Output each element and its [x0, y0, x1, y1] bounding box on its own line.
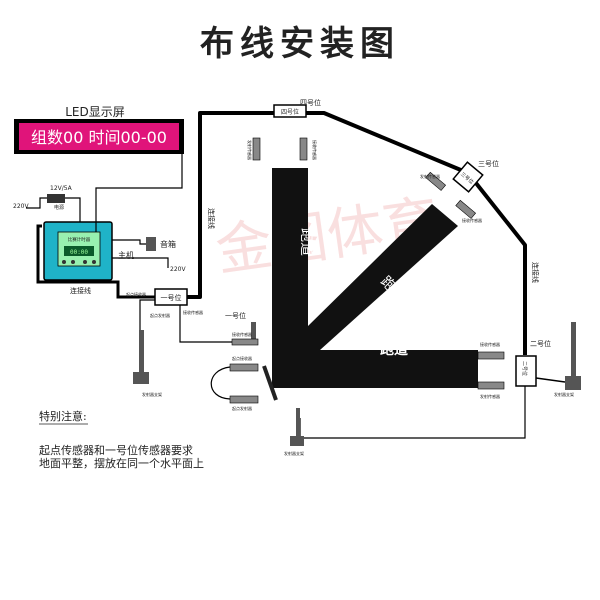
start-stand-cable [139, 299, 155, 330]
station4-box [273, 104, 307, 118]
start-stand-base [133, 372, 149, 384]
power-adapter-sub: 电源 [54, 204, 64, 211]
station3-sensor-right-label: 接收传感器 [462, 217, 482, 223]
station4-sensor-right [299, 137, 308, 161]
mains-voltage-label: 220V [13, 203, 29, 210]
station4-label: 四号位 [300, 98, 321, 107]
station3-box [452, 161, 484, 193]
station1-sensor-label: 接收传感器 [232, 331, 252, 337]
station2-sensor-top [477, 351, 505, 360]
station2-sensor-bottom [477, 381, 505, 390]
station4-box-text: 四号位 [281, 108, 299, 116]
led-display [19, 123, 179, 150]
station4-sensor-left [252, 137, 261, 161]
station3-label: 三号位 [478, 159, 499, 168]
note-line-2: 地面平整，摆放在同一个水平面上 [39, 456, 204, 470]
start-sensor-bottom-label: 起点发射器 [232, 405, 252, 411]
page-title: 布线安装图 [200, 24, 400, 64]
host-screen-text: 00:00 [70, 249, 88, 256]
station1-cable [179, 305, 232, 343]
speaker-cable [112, 239, 146, 245]
track-label-horizontal: 跑道 [380, 341, 408, 358]
cable-label-right: 连接线 [531, 262, 540, 283]
track-label-vertical: 跑道 [298, 228, 314, 256]
station2-box-text: 二号位 [521, 361, 528, 376]
station2-sensor-bottom-label: 发射传感器 [480, 393, 500, 399]
speaker-label: 音箱 [160, 239, 176, 249]
power-cable [26, 197, 81, 222]
host-station1-cable [36, 224, 155, 299]
speaker-icon [146, 237, 156, 251]
bottom-stand-base [290, 436, 304, 446]
bottom-stand-pole [296, 408, 300, 438]
station2-stand-cable [535, 377, 566, 383]
bottom-stand-label: 发射器支架 [284, 450, 304, 456]
station2-sensor-top-label: 接收传感器 [480, 341, 500, 347]
host-panel-text: 比赛计时器 [68, 236, 91, 243]
station2-label: 二号位 [530, 339, 551, 348]
station1-box-text: 一号位 [161, 293, 182, 302]
station3-sensor-right [455, 199, 477, 219]
start-gate [262, 365, 278, 401]
led-label: LED显示屏 [65, 105, 125, 119]
station1-box [154, 288, 188, 306]
start-emitter-label: 起点发射器 [150, 312, 170, 318]
host-button-3 [83, 260, 87, 264]
start-sensor-top-label: 起点接收器 [232, 355, 252, 361]
led-display-text: 组数00 时间00-00 [31, 128, 167, 147]
station1-stand-pole [251, 322, 256, 340]
station4-sensor-left-label: 发射传感器 [247, 140, 253, 160]
start-sensor-top [229, 363, 259, 372]
power-adapter-label: 12V/5A [50, 185, 73, 192]
host-label: 主机 [118, 250, 134, 260]
station2-stand-label: 发射器支架 [554, 391, 574, 397]
host-mains-cable [112, 257, 169, 268]
station2-stand-pole [571, 322, 576, 377]
station1-label: 一号位 [225, 311, 246, 320]
station1-right-label: 接收传感器 [183, 309, 203, 315]
station1-sensor [231, 338, 259, 346]
host-button-1 [62, 260, 66, 264]
start-sensor-cable [210, 366, 231, 400]
cable-label-top-left: 连接线 [207, 208, 216, 229]
cable-label-bottom: 连接线 [70, 286, 91, 295]
track [272, 168, 478, 388]
host-screen [64, 246, 94, 256]
note-heading: 特别注意: [39, 409, 87, 423]
station3-sensor-left [425, 171, 447, 191]
led-cable [95, 152, 183, 232]
start-stand-pole [139, 330, 144, 375]
host-button-2 [71, 260, 75, 264]
station4-sensor-right-label: 接收传感器 [312, 140, 318, 160]
start-sensor-label: 起点接收器 [126, 291, 146, 297]
start-stand-label: 发射器支架 [142, 391, 162, 397]
station3-sensor-left-label: 发射传感器 [420, 173, 440, 179]
start-sensor-bottom [229, 395, 259, 404]
station2-stand-base [565, 376, 581, 390]
note-line-1: 起点传感器和一号位传感器要求 [39, 443, 193, 457]
host-mains-label: 220V [170, 266, 186, 273]
power-adapter-icon [47, 194, 65, 203]
station2-box [515, 355, 537, 387]
host-button-4 [92, 260, 96, 264]
